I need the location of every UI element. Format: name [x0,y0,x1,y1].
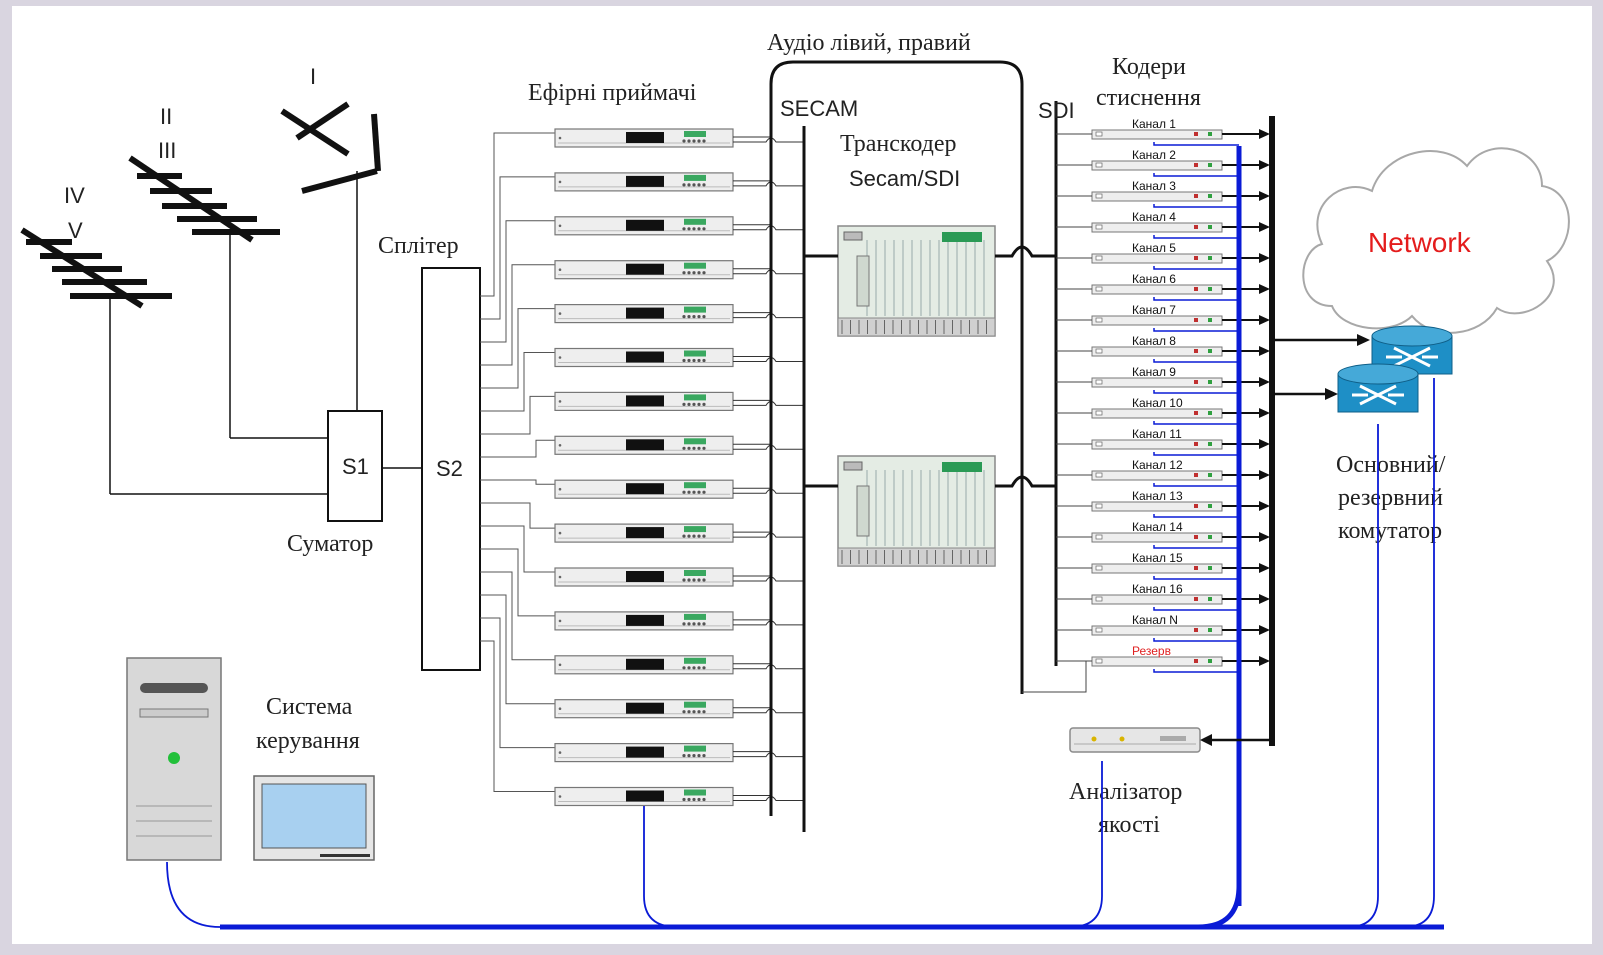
antenna-label-I: I [310,64,316,89]
receiver-unit [554,655,804,675]
monitor [253,775,375,861]
receiver-unit [554,172,804,192]
transcoder-rack [804,455,1056,567]
encoder-unit: Канал 10 [1056,396,1270,425]
receiver-unit [554,435,804,455]
encoder-unit: Канал 11 [1056,427,1270,456]
encoder-channel-label: Канал 2 [1132,148,1176,162]
encoder-unit: Канал 7 [1056,303,1270,332]
receiver-unit [554,347,804,368]
encoder-channel-label: Канал 15 [1132,551,1183,565]
encoder-channel-label: Канал 6 [1132,272,1176,286]
encoder-channel-label: Канал 9 [1132,365,1176,379]
encoder-channel-label: Канал 14 [1132,520,1183,534]
encoder-channel-label: Канал 11 [1132,427,1182,441]
receiver-unit [554,216,804,236]
analyzer-label: Аналізатор [1069,779,1182,805]
summator-s1-label: S1 [342,454,369,479]
encoder-unit: Канал 9 [1056,365,1270,394]
control-system-label-2: керування [256,728,360,754]
encoder-channel-label: Канал 16 [1132,582,1183,596]
receiver-unit [554,699,804,719]
receiver-unit [554,391,804,411]
broadcast-headend-diagram: I II III IV V S1 Суматор S2 Сплітер Ефір… [20,30,1570,930]
antenna-label-III: III [158,138,176,163]
encoder-unit: Канал 2 [1056,148,1270,177]
transcoder-label: Транскодер [840,131,957,157]
encoder-channel-label: Канал 1 [1132,117,1176,131]
encoders-stack: Канал 1 Канал 2 Канал 3 Канал 4 Канал 5 Канал… [1022,117,1270,693]
encoder-unit: Канал 13 [1056,489,1270,518]
network-cloud: Network [1302,147,1570,334]
encoder-channel-label: Канал N [1132,613,1178,627]
encoder-reserve-label: Резерв [1132,644,1171,658]
receiver-unit [554,523,804,543]
splitter-label: Сплітер [378,233,459,259]
sdi-label: SDI [1038,98,1075,123]
switch-label-2: резервний [1338,485,1443,511]
server-tower [126,657,222,861]
encoder-unit: Канал 6 [1056,272,1270,301]
antenna-IV-V [20,227,328,495]
receivers-label: Ефірні приймачі [528,80,697,106]
network-switch-icon [1337,363,1419,413]
summator-label: Суматор [287,531,373,557]
receiver-unit [554,128,804,148]
encoder-unit: Канал 14 [1056,520,1270,549]
switches [1337,325,1453,413]
receiver-unit [554,611,804,631]
diagram-canvas: I II III IV V S1 Суматор S2 Сплітер Ефір… [12,6,1592,944]
analyzer-label-2: якості [1098,812,1160,838]
audio-label: Аудіо лівий, правий [767,30,971,56]
switch-label-3: комутатор [1338,518,1442,544]
encoder-unit: Канал 12 [1056,458,1270,487]
encoder-channel-label: Канал 5 [1132,241,1176,255]
encoder-channel-label: Канал 13 [1132,489,1183,503]
antenna-label-V: V [68,218,83,243]
splitter-s2-label: S2 [436,456,463,481]
transcoders [804,225,1056,567]
encoders-label: Кодери [1112,54,1186,80]
encoder-unit: Канал 1 [1056,117,1270,146]
receiver-unit [554,567,804,587]
encoder-channel-label: Канал 7 [1132,303,1176,317]
antenna-label-IV: IV [64,183,85,208]
antenna-label-II: II [160,104,172,129]
encoder-channel-label: Канал 8 [1132,334,1176,348]
encoder-channel-label: Канал 3 [1132,179,1176,193]
encoder-unit: Канал 15 [1056,551,1270,580]
audio-bus [769,60,1024,816]
summator-box [327,410,383,522]
splitter-feeds [480,132,555,792]
antenna-II-III [128,155,328,439]
encoder-unit: Канал 16 [1056,582,1270,611]
receiver-unit [554,742,804,763]
quality-analyzer [1069,727,1201,753]
antenna-I [280,101,381,411]
encoder-channel-label: Канал 4 [1132,210,1176,224]
transcoder-rack [804,225,1056,337]
encoder-unit: Канал N [1056,613,1270,642]
receiver-unit [554,304,804,324]
encoder-channel-label: Канал 10 [1132,396,1183,410]
receiver-unit [554,786,804,807]
secam-label: SECAM [780,96,858,121]
encoder-unit: Канал 5 [1056,241,1270,270]
encoder-unit: Канал 8 [1056,334,1270,363]
transcoder-label-2: Secam/SDI [849,166,960,191]
encoder-channel-label: Канал 12 [1132,458,1183,472]
encoder-unit: Канал 4 [1056,210,1270,239]
network-label: Network [1368,227,1472,258]
switch-label: Основний/ [1336,452,1446,478]
encoders-label-2: стиснення [1096,85,1201,111]
control-system-label: Система [266,694,353,720]
receiver-unit [554,479,804,499]
receiver-unit [554,260,804,280]
splitter-box [421,267,481,671]
encoder-unit: Канал 3 [1056,179,1270,208]
receivers-stack [554,128,804,807]
control-network [166,378,1444,930]
